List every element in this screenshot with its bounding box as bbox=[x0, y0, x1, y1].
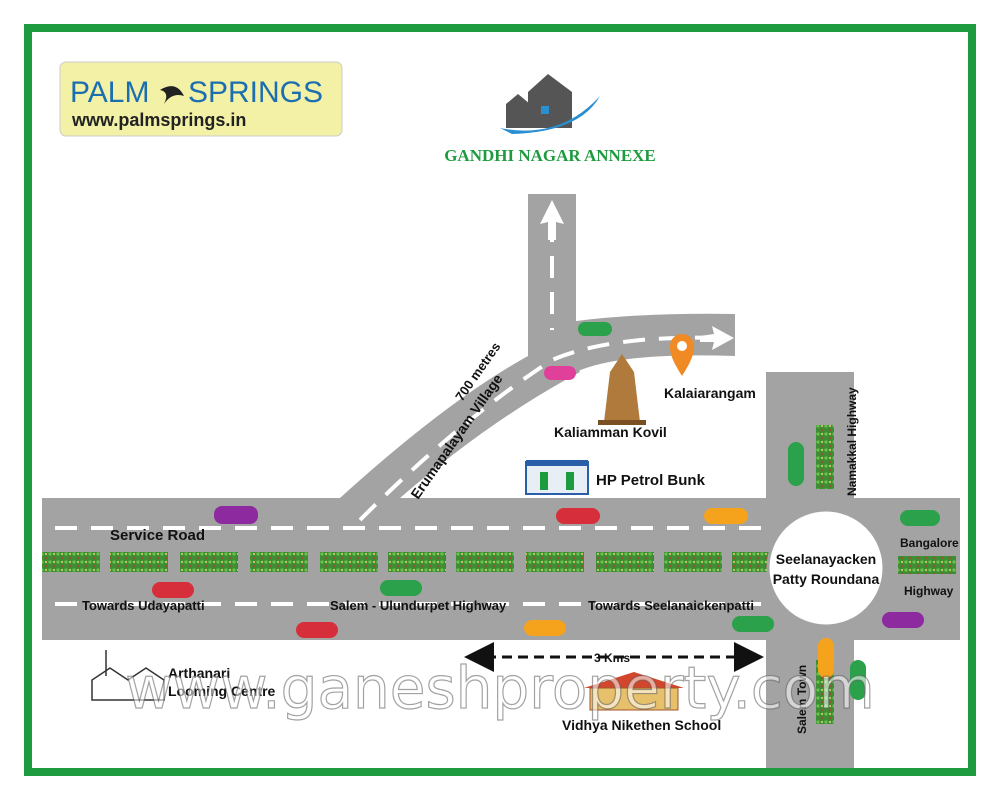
logo-brand-left: PALM bbox=[70, 76, 149, 109]
house-icon bbox=[500, 74, 600, 134]
kaliamman-kovil-label: Kaliamman Kovil bbox=[554, 424, 667, 440]
palm-springs-logo: PALM SPRINGS www.palmsprings.in bbox=[59, 61, 343, 137]
factory-icon bbox=[91, 650, 165, 701]
medians bbox=[42, 425, 956, 724]
looming-label-line1: Arthanari bbox=[168, 665, 230, 681]
highway-right-label: Highway bbox=[904, 584, 954, 598]
school-icon bbox=[584, 672, 684, 711]
roundabout bbox=[766, 508, 886, 628]
highway-label: Salem - Ulundurpet Highway bbox=[330, 598, 507, 613]
roundana-label-line1: Seelanayacken bbox=[776, 551, 876, 567]
temple-icon bbox=[598, 354, 646, 425]
page-title: GANDHI NAGAR ANNEXE bbox=[444, 146, 656, 165]
roads bbox=[42, 194, 960, 768]
school-label: Vidhya Nikethen School bbox=[562, 717, 721, 733]
towards-udayapatti-label: Towards Udayapatti bbox=[82, 598, 205, 613]
service-road-label: Service Road bbox=[110, 527, 205, 544]
petrol-bunk-icon bbox=[525, 460, 589, 495]
green-frame bbox=[24, 24, 976, 776]
direction-arrows bbox=[540, 200, 734, 350]
hp-petrol-bunk-label: HP Petrol Bunk bbox=[596, 472, 706, 489]
leaf-icon bbox=[160, 86, 184, 104]
location-pin-icon bbox=[670, 334, 694, 376]
towards-seelanaickenpatti-label: Towards Seelanaickenpatti bbox=[588, 598, 754, 613]
kalaiarangam-label: Kalaiarangam bbox=[664, 385, 756, 401]
logo-url: www.palmsprings.in bbox=[71, 110, 246, 130]
logo-brand-right: SPRINGS bbox=[188, 76, 323, 109]
bangalore-label: Bangalore bbox=[900, 536, 959, 550]
salem-town-label: Salem Town bbox=[795, 665, 809, 734]
watermark: www.ganeshproperty.com bbox=[125, 654, 875, 722]
looming-label-line2: Looming Centre bbox=[168, 683, 276, 699]
distance-kms-label: 3 Kms bbox=[594, 651, 630, 665]
cars bbox=[152, 322, 940, 700]
roundana-label-line2: Patty Roundana bbox=[773, 571, 880, 587]
namakkal-highway-label: Namakkal Highway bbox=[845, 387, 859, 496]
